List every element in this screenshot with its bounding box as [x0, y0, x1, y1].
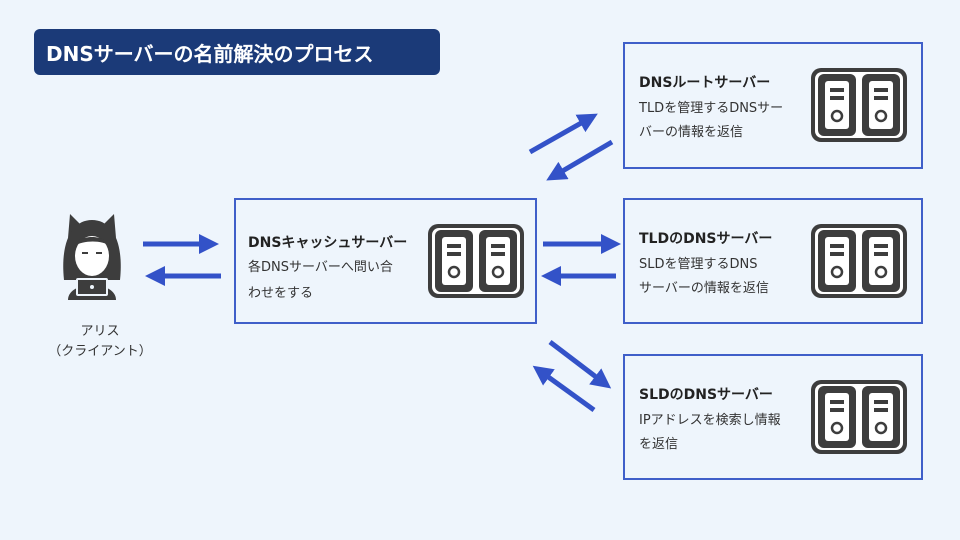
- cache-server-name: DNSキャッシュサーバー: [248, 235, 408, 251]
- cache-server-box: DNSキャッシュサーバー 各DNSサーバーへ問い合 わせをする: [234, 198, 537, 324]
- page-title: DNSサーバーの名前解決のプロセス: [34, 29, 440, 75]
- root-server-desc-2: バーの情報を返信: [639, 125, 744, 140]
- tld-server-box: TLDのDNSサーバー SLDを管理するDNS サーバーの情報を返信: [623, 198, 923, 324]
- tld-server-desc-2: サーバーの情報を返信: [639, 281, 769, 296]
- root-server-desc-1: TLDを管理するDNSサー: [639, 101, 784, 116]
- root-server-name: DNSルートサーバー: [639, 75, 771, 91]
- root-server-box: DNSルートサーバー TLDを管理するDNSサー バーの情報を返信: [623, 42, 923, 169]
- tld-server-desc-1: SLDを管理するDNS: [639, 257, 758, 272]
- arrow-cache-to-root: [528, 113, 598, 155]
- sld-server-name: SLDのDNSサーバー: [639, 387, 773, 403]
- client-label-name: アリス: [80, 324, 120, 339]
- cache-server-desc-2: わせをする: [248, 286, 314, 301]
- client-label-role: （クライアント）: [48, 344, 152, 359]
- server-icon: [811, 68, 907, 142]
- sld-server-desc-1: IPアドレスを検索し情報: [639, 413, 781, 428]
- server-icon: [428, 224, 524, 298]
- sld-server-box: SLDのDNSサーバー IPアドレスを検索し情報 を返信: [623, 354, 923, 480]
- arrow-cache-to-sld: [548, 340, 612, 389]
- arrow-root-to-cache: [546, 139, 614, 181]
- cache-server-desc-1: 各DNSサーバーへ問い合: [248, 260, 393, 275]
- sld-server-desc-2: を返信: [639, 437, 679, 452]
- tld-server-name: TLDのDNSサーバー: [639, 231, 773, 247]
- person-with-laptop-icon: [63, 214, 121, 300]
- arrow-sld-to-cache: [532, 365, 596, 413]
- server-icon: [811, 380, 907, 454]
- server-icon: [811, 224, 907, 298]
